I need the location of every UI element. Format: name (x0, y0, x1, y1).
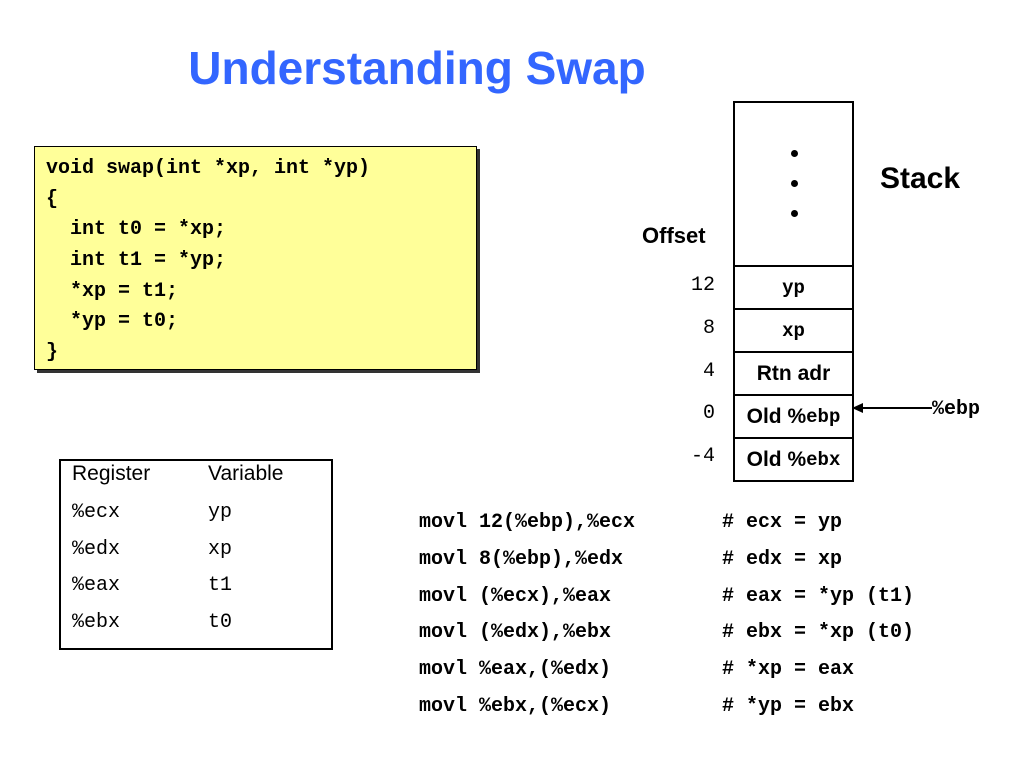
stack-cell-register: ebx (806, 448, 841, 471)
assembly-line: movl 8(%ebp),%edx # edx = xp (419, 542, 914, 579)
ebp-pointer-arrow (852, 403, 932, 413)
stack-cell-xp: xp (735, 310, 852, 353)
register-cell: %edx (72, 538, 121, 561)
stack-offset: 8 (702, 317, 715, 340)
assembly-comment: # eax = *yp (t1) (722, 584, 915, 608)
stack-cell-yp: yp (735, 267, 852, 310)
register-variable-table: Register Variable %ecx yp %edx xp %eax t… (59, 459, 333, 650)
assembly-instruction: movl %eax,(%edx) (419, 658, 612, 682)
stack-cell-prefix: Old % (746, 447, 807, 471)
variable-cell: t1 (208, 574, 233, 597)
offset-header: Offset (642, 223, 706, 248)
register-cell: %ebx (72, 611, 121, 634)
assembly-line: movl (%edx),%ebx # ebx = *xp (t0) (419, 615, 914, 652)
stack-cell-old-ebx: Old %ebx (735, 439, 852, 480)
stack-cell-label: xp (782, 319, 805, 342)
ellipsis-dot (791, 210, 798, 217)
stack-cell-return-address: Rtn adr (735, 353, 852, 396)
code-line: void swap(int *xp, int *yp) (46, 157, 371, 180)
stack-offset: 12 (690, 274, 715, 297)
code-line: *xp = t1; (46, 279, 179, 303)
stack-offset: 0 (702, 402, 715, 425)
header-variable: Variable (208, 462, 284, 485)
assembly-comment: # *yp = ebx (722, 694, 855, 718)
assembly-line: movl 12(%ebp),%ecx # ecx = yp (419, 505, 914, 542)
c-code-box: void swap(int *xp, int *yp) { int t0 = *… (34, 146, 477, 370)
assembly-line: movl %eax,(%edx) # *xp = eax (419, 652, 914, 689)
stack-offset: 4 (702, 360, 715, 383)
assembly-line: movl %ebx,(%ecx) # *yp = ebx (419, 689, 914, 726)
register-cell: %ecx (72, 501, 121, 524)
assembly-comment: # ebx = *xp (t0) (722, 621, 915, 645)
variable-cell: xp (208, 538, 233, 561)
ellipsis-dot (791, 150, 798, 157)
stack-cell-prefix: Old % (746, 404, 807, 428)
stack-cell-old-ebp: Old %ebp (735, 396, 852, 439)
table-row: %ebx t0 (72, 611, 232, 634)
assembly-instruction: movl %ebx,(%ecx) (419, 694, 612, 718)
code-line: { (46, 187, 59, 211)
assembly-comment: # ecx = yp (722, 511, 843, 534)
assembly-listing: movl 12(%ebp),%ecx # ecx = yp movl 8(%eb… (419, 505, 914, 726)
stack-label: Stack (880, 162, 961, 195)
table-row: %eax t1 (72, 574, 232, 597)
code-line: int t0 = *xp; (46, 218, 227, 242)
stack-cell-label: yp (782, 276, 805, 299)
register-cell: %eax (72, 574, 121, 597)
ellipsis-dot (791, 180, 798, 187)
stack-ellipsis (735, 103, 852, 267)
code-line: int t1 = *yp; (46, 249, 227, 273)
code-line: *yp = t0; (46, 310, 179, 334)
stack-diagram: yp xp Rtn adr Old %ebp Old %ebx (733, 101, 854, 482)
assembly-instruction: movl 12(%ebp),%ecx (419, 511, 636, 534)
stack-cell-register: ebp (806, 405, 841, 428)
header-register: Register (72, 462, 151, 485)
variable-cell: t0 (208, 611, 233, 634)
slide-title: Understanding Swap (188, 42, 646, 94)
assembly-instruction: movl (%ecx),%eax (419, 584, 612, 608)
table-row: %edx xp (72, 538, 232, 561)
table-row: %ecx yp (72, 501, 232, 524)
assembly-line: movl (%ecx),%eax # eax = *yp (t1) (419, 579, 914, 616)
table-header: Register Variable (72, 462, 284, 486)
assembly-comment: # edx = xp (722, 547, 843, 571)
ebp-pointer-label: %ebp (932, 398, 981, 421)
assembly-comment: # *xp = eax (722, 658, 855, 682)
assembly-instruction: movl (%edx),%ebx (419, 621, 612, 645)
assembly-instruction: movl 8(%ebp),%edx (419, 547, 624, 571)
variable-cell: yp (208, 501, 233, 524)
code-line: } (46, 341, 59, 365)
stack-offset: -4 (690, 445, 715, 468)
stack-cell-label: Rtn adr (756, 361, 831, 385)
